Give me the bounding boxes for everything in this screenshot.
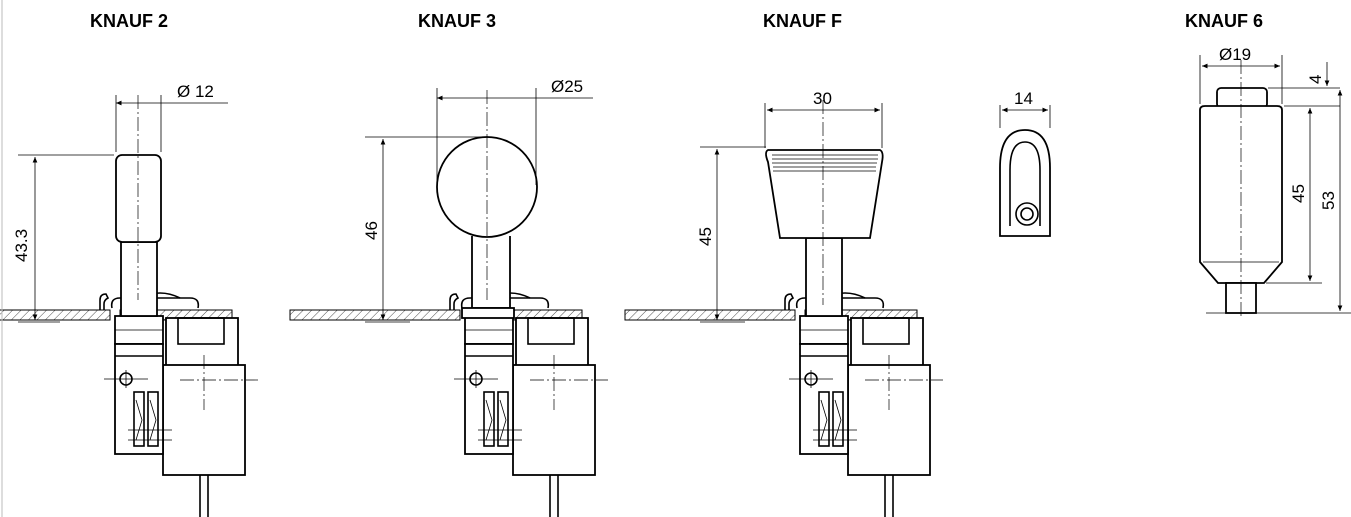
title-knauf-3: KNAUF 3: [418, 11, 496, 31]
knauf-2-height-label: 43.3: [12, 229, 31, 262]
knauf-6-diameter-label: Ø19: [1219, 45, 1251, 64]
knauf-2-diameter-label: Ø 12: [177, 82, 214, 101]
title-knauf-2: KNAUF 2: [90, 11, 168, 31]
knauf-f-width-label: 30: [813, 89, 832, 108]
knauf-3-drawing: [289, 88, 609, 517]
knauf-3-height-label: 46: [362, 221, 381, 240]
knauf-f-side-view: [999, 105, 1051, 237]
title-knauf-f: KNAUF F: [763, 11, 842, 31]
knauf-6-drawing: [1199, 55, 1351, 318]
knauf-3-diameter-label: Ø25: [551, 77, 583, 96]
knauf-6-total-label: 53: [1319, 191, 1338, 210]
title-knauf-6: KNAUF 6: [1185, 11, 1263, 31]
knauf-6-body-label: 45: [1289, 184, 1308, 203]
knauf-6-cap-label: 4: [1306, 75, 1325, 84]
knauf-2-drawing: [0, 95, 259, 517]
knauf-f-height-label: 45: [696, 227, 715, 246]
knauf-f-drawing: [624, 100, 944, 517]
knauf-f-depth-label: 14: [1014, 89, 1033, 108]
